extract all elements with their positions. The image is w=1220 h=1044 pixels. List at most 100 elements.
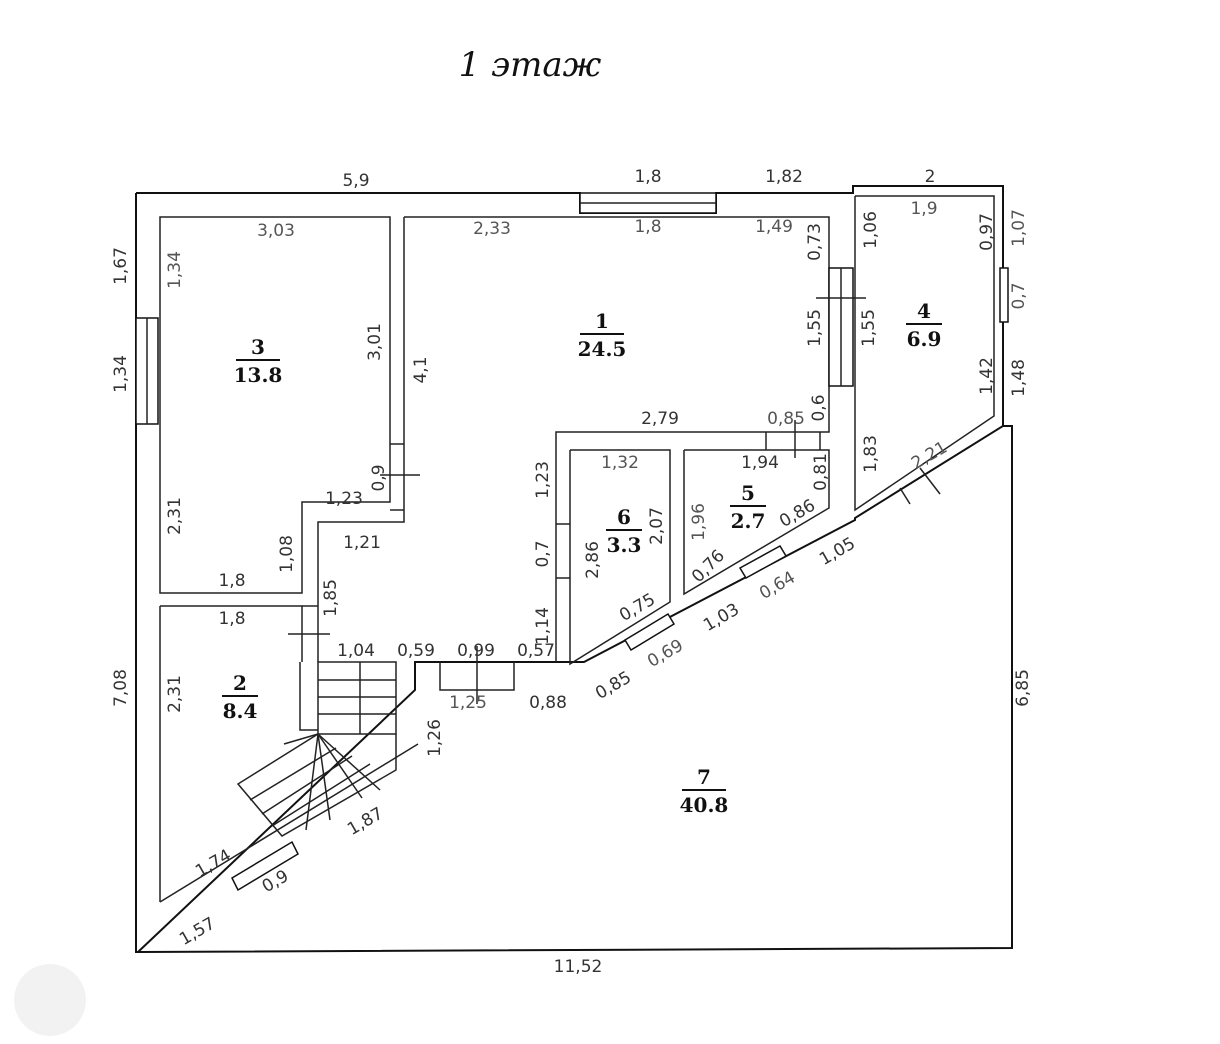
dim-label: 1,8 — [634, 167, 661, 187]
dim-label: 1,8 — [634, 217, 661, 237]
room7-outline — [137, 425, 1013, 953]
dim-label: 1,08 — [277, 535, 297, 573]
room-3-number: 3 — [251, 335, 265, 359]
stair-step — [283, 733, 319, 745]
room-5-outline — [683, 449, 830, 596]
stair-step — [317, 733, 363, 799]
dim-label: 11,52 — [554, 957, 603, 977]
dim-label: 1,8 — [218, 571, 245, 591]
room-1-label: 1 24.5 — [578, 309, 627, 361]
dim-label: 0,88 — [529, 693, 567, 713]
dim-label: 1,42 — [977, 357, 997, 395]
room-4-area: 6.9 — [907, 327, 942, 351]
room-7-label: 7 40.8 — [680, 765, 729, 817]
dim-label: 0,81 — [811, 453, 831, 491]
dim-label: 1,06 — [861, 211, 881, 249]
dim-label: 2,21 — [908, 438, 951, 474]
dim-label: 0,7 — [1009, 282, 1029, 309]
dim-label: 1,49 — [755, 217, 793, 237]
dim-label: 1,94 — [741, 453, 779, 473]
dim-label: 1,48 — [1009, 359, 1029, 397]
room-7-area: 40.8 — [680, 793, 729, 817]
floor-title: 1 этаж — [459, 45, 602, 85]
dim-label: 2,79 — [641, 409, 679, 429]
room-2-window — [231, 840, 299, 892]
stair-step — [261, 755, 353, 815]
room-2-label: 2 8.4 — [222, 671, 258, 723]
dim-label: 1,8 — [218, 609, 245, 629]
dim-label: 3,01 — [365, 323, 385, 361]
room-3-label: 3 13.8 — [234, 335, 283, 387]
room-6-label: 6 3.3 — [606, 505, 642, 557]
dim-label: 0,7 — [533, 540, 553, 567]
dim-label: 1,96 — [689, 503, 709, 541]
room-5-label: 5 2.7 — [730, 481, 766, 533]
dim-label: 1,82 — [765, 167, 803, 187]
dim-label: 0,85 — [592, 668, 635, 704]
dim-label: 1,03 — [700, 600, 743, 636]
dim-label: 1,34 — [165, 251, 185, 289]
dim-label: 1,07 — [1009, 209, 1029, 247]
dim-label: 1,9 — [910, 199, 937, 219]
dim-label: 1,34 — [111, 355, 131, 393]
dim-label: 0,59 — [397, 641, 435, 661]
room-4-window — [999, 267, 1009, 323]
dim-label: 0,75 — [616, 590, 659, 626]
room-5-window — [738, 544, 788, 580]
room-4-number: 4 — [917, 299, 931, 323]
dim-label: 2,86 — [583, 541, 603, 579]
dim-label: 3,03 — [257, 221, 295, 241]
dim-label: 6,85 — [1013, 669, 1033, 707]
dim-label: 1,25 — [449, 693, 487, 713]
room-2-diagonal — [159, 743, 419, 903]
room-7-number: 7 — [697, 765, 711, 789]
window-tick — [919, 467, 941, 495]
dim-label: 1,85 — [321, 579, 341, 617]
dim-label: 0,69 — [644, 636, 687, 672]
stair-step — [317, 733, 331, 821]
dim-label: 1,23 — [325, 489, 363, 509]
window-tick — [899, 487, 911, 505]
room-4-outline — [854, 195, 995, 512]
dim-label: 0,64 — [756, 568, 799, 604]
dim-label: 1,74 — [192, 846, 235, 882]
room-6-number: 6 — [617, 505, 631, 529]
dim-label: 2,07 — [647, 507, 667, 545]
dim-label: 0,6 — [809, 394, 829, 421]
dim-label: 0,85 — [767, 409, 805, 429]
room-labels: 1 24.5 2 8.4 3 13.8 4 6.9 5 2.7 6 3.3 — [222, 299, 942, 817]
room-5-number: 5 — [741, 481, 755, 505]
dim-label: 0,9 — [369, 464, 389, 491]
dim-label: 1,14 — [533, 607, 553, 645]
room-1-outline — [404, 216, 830, 662]
room-5-area: 2.7 — [731, 509, 766, 533]
room-3-outline — [159, 216, 391, 594]
stair-step — [271, 763, 371, 827]
dim-label: 0,57 — [517, 641, 555, 661]
dim-label: 1,26 — [425, 719, 445, 757]
room-2-number: 2 — [233, 671, 247, 695]
stair-step — [305, 733, 319, 831]
room-3-area: 13.8 — [234, 363, 283, 387]
dim-label: 0,99 — [457, 641, 495, 661]
dim-label: 5,9 — [342, 171, 369, 191]
dimension-labels: 5,9 1,8 1,82 2 1,67 1,34 7,08 3,03 1,34 … — [111, 167, 1033, 977]
dim-label: 2,31 — [165, 497, 185, 535]
room-4-label: 4 6.9 — [906, 299, 942, 351]
dim-label: 1,55 — [805, 309, 825, 347]
room-1-number: 1 — [595, 309, 609, 333]
dim-label: 0,97 — [977, 213, 997, 251]
dim-label: 0,76 — [688, 546, 729, 587]
dim-label: 1,05 — [816, 534, 859, 570]
dim-label: 1,23 — [533, 461, 553, 499]
dim-label: 0,73 — [805, 223, 825, 261]
dim-label: 1,87 — [344, 804, 387, 840]
dim-label: 1,57 — [176, 914, 219, 950]
room-1-area: 24.5 — [578, 337, 627, 361]
dim-label: 1,67 — [111, 247, 131, 285]
stair-landing — [317, 661, 397, 735]
room-6-outline — [569, 449, 671, 666]
dim-label: 4,1 — [411, 356, 431, 383]
room-6-area: 3.3 — [607, 533, 642, 557]
